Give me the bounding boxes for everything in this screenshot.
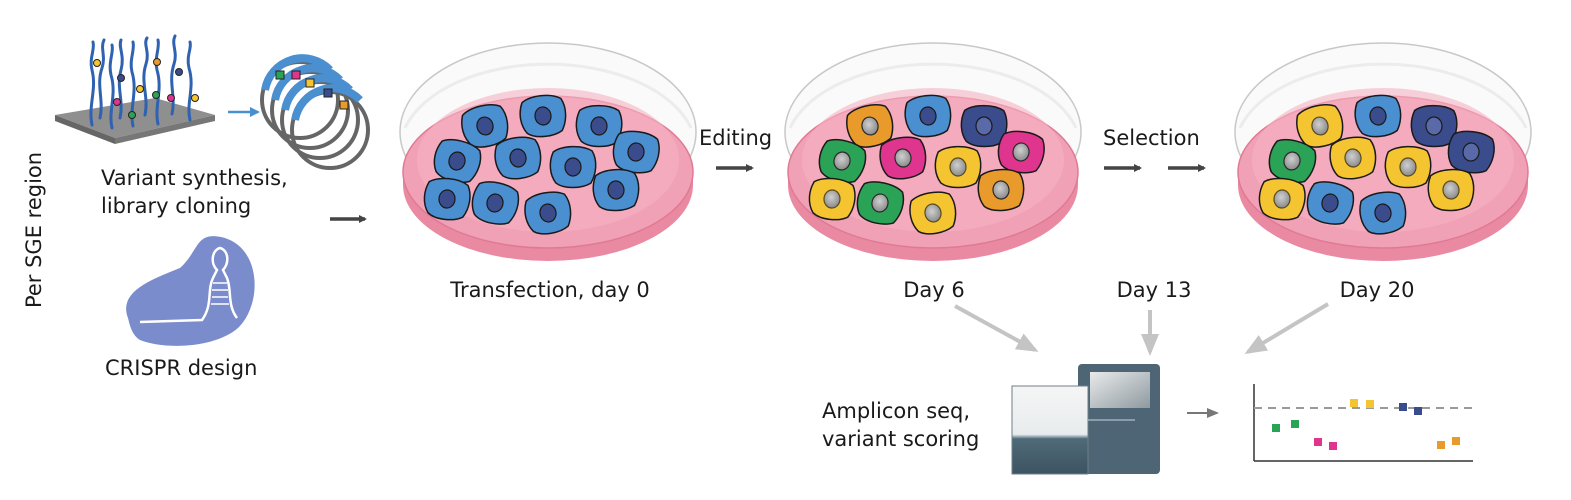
day13-label: Day 13: [1117, 278, 1192, 302]
petri-dish-day20: [1234, 42, 1532, 261]
cell: [1329, 136, 1377, 180]
score-marker: [1272, 424, 1280, 432]
cell: [524, 191, 572, 235]
crispr-label: CRISPR design: [105, 356, 257, 380]
cell: [904, 94, 952, 138]
score-marker: [1399, 403, 1407, 411]
cell: [1447, 130, 1495, 174]
score-marker: [1437, 441, 1445, 449]
cell: [471, 181, 520, 225]
variant-score-plot: [1253, 384, 1473, 462]
cell: [997, 130, 1045, 174]
cell: [1258, 177, 1306, 221]
cell: [1268, 139, 1317, 184]
day6-to-seq-arrow: [954, 304, 1039, 352]
cell: [549, 145, 597, 189]
score-marker: [1291, 420, 1299, 428]
dishes-group: [399, 42, 1532, 261]
cell: [909, 191, 957, 235]
cell: [818, 139, 867, 184]
cell: [423, 177, 471, 221]
day20-to-seq-arrow: [1244, 302, 1330, 355]
amplicon-label-line1: Amplicon seq,: [822, 399, 970, 423]
petri-dish-day6: [784, 42, 1082, 261]
synthesis-label-line1: Variant synthesis,: [101, 166, 288, 190]
score-marker: [1329, 442, 1337, 450]
cell: [612, 130, 660, 174]
cell: [575, 104, 623, 148]
cell: [592, 168, 640, 212]
score-marker: [1314, 438, 1322, 446]
day20-label: Day 20: [1340, 278, 1415, 302]
cell: [856, 181, 905, 225]
cell: [1306, 181, 1355, 225]
editing-label: Editing: [699, 126, 772, 150]
cell: [494, 136, 542, 180]
day6-label: Day 6: [903, 278, 965, 302]
cell: [846, 104, 894, 148]
crispr-guide-icon: [126, 236, 255, 346]
cell: [934, 145, 982, 189]
synthesis-label-line2: library cloning: [101, 194, 251, 218]
cell: [977, 168, 1025, 212]
score-marker: [1452, 437, 1460, 445]
side-label: Per SGE region: [22, 152, 46, 308]
petri-dish-day0: [399, 42, 697, 261]
amplicon-label-line2: variant scoring: [822, 427, 979, 451]
cell: [461, 104, 509, 148]
transfection-label: Transfection, day 0: [449, 278, 650, 302]
cell: [1427, 168, 1475, 212]
cell: [808, 177, 856, 221]
cell: [1359, 191, 1407, 235]
cell: [879, 136, 927, 180]
cell: [519, 94, 567, 138]
cell: [1354, 94, 1402, 138]
plasmid-library-icon: [260, 54, 370, 170]
oligo-chip-icon: [55, 34, 215, 144]
cell: [1296, 104, 1344, 148]
sequencer-icon: [1011, 364, 1160, 475]
cell: [433, 139, 482, 184]
score-marker: [1366, 400, 1374, 408]
score-marker: [1414, 407, 1422, 415]
selection-label: Selection: [1103, 126, 1200, 150]
cell: [1384, 145, 1432, 189]
score-marker: [1350, 399, 1358, 407]
